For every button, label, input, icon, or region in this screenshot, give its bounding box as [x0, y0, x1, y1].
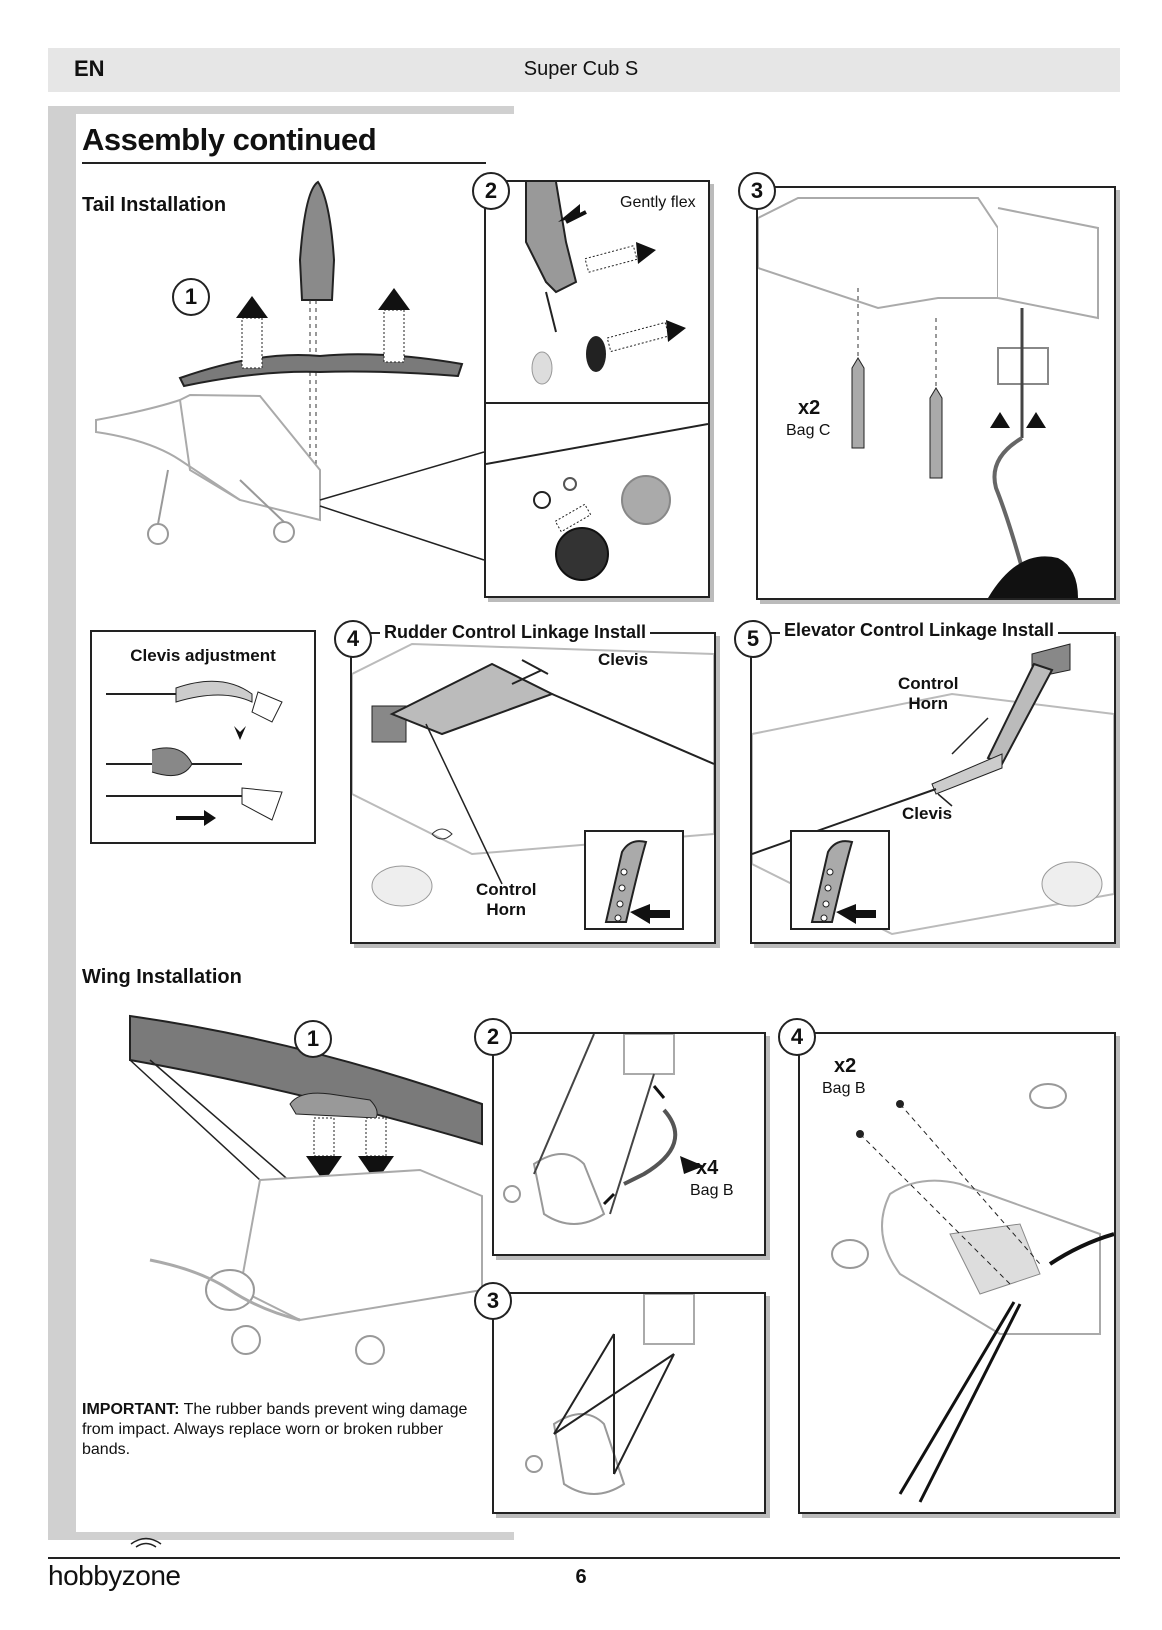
wing-step3-number: 3: [474, 1282, 512, 1320]
wing-step2-bag: Bag B: [690, 1182, 734, 1199]
clevis-adjustment-drawing: [106, 680, 283, 826]
side-bar: [48, 106, 76, 1540]
top-rule: [48, 106, 514, 114]
tail-wheel-drawing: [486, 404, 708, 581]
header-bar: [48, 48, 1120, 92]
bottom-rule: [48, 1532, 514, 1540]
wing-step4-bag: Bag B: [822, 1080, 866, 1097]
section-title: Assembly continued: [82, 122, 377, 157]
gently-flex-label: Gently flex: [620, 194, 696, 211]
important-text: The rubber bands prevent wing damage fro…: [82, 1401, 468, 1458]
rudder-horn-inset-drawing: [604, 840, 670, 924]
tail-installation-title: Tail Installation: [82, 194, 227, 216]
footer-rule: [48, 1557, 1120, 1559]
wing-step4-qty: x2: [834, 1055, 857, 1077]
elevator-horn-inset-drawing: [810, 840, 876, 924]
tail-step3-drawing: [758, 197, 1099, 598]
wing-step3-drawing: [525, 1294, 695, 1495]
elevator-linkage-panel: Control Horn Clevis: [750, 632, 1116, 944]
hobbyzone-logo: hobbyzone: [48, 1560, 181, 1591]
wing-step2-qty: x4: [696, 1157, 719, 1179]
rudder-horn-line2: Horn: [486, 900, 527, 919]
page-number: 6: [575, 1566, 587, 1588]
wing-step1-number: 1: [294, 1020, 332, 1058]
elevator-clevis-label: Clevis: [902, 804, 953, 823]
wing-step4-panel: x2 Bag B: [798, 1032, 1116, 1514]
wing-step3-panel: [492, 1292, 766, 1514]
tail-step3-qty: x2: [798, 397, 821, 419]
wing-step2-panel: x4 Bag B: [492, 1032, 766, 1256]
language-label: EN: [74, 56, 105, 81]
elevator-horn-line2: Horn: [908, 694, 949, 713]
rudder-horn-inset: [584, 830, 684, 930]
tail-step2-number: 2: [472, 172, 510, 210]
clevis-adjustment-box: Clevis adjustment: [90, 630, 316, 844]
elevator-horn-line1: Control: [898, 674, 959, 693]
wing-step4-drawing: [831, 1083, 1114, 1503]
tail-step2-panel: Gently flex: [484, 180, 710, 444]
wing-step4-number: 4: [778, 1018, 816, 1056]
tail-step2-drawing: [525, 182, 686, 385]
tail-step3-panel: x2 Bag C: [756, 186, 1116, 600]
elevator-linkage-title: Elevator Control Linkage Install: [780, 620, 1059, 641]
clevis-adjustment-title: Clevis adjustment: [130, 646, 276, 665]
tail-step3-bag: Bag C: [786, 422, 831, 439]
tail-step1-number: 1: [172, 278, 210, 316]
tail-step2-detail-panel: [484, 402, 710, 598]
elevator-control-horn-label: Control Horn: [898, 674, 958, 714]
rudder-horn-line1: Control: [476, 880, 537, 899]
tail-step3-number: 3: [738, 172, 776, 210]
section-rule: [82, 162, 486, 164]
rudder-linkage-drawing: [352, 642, 714, 907]
rudder-linkage-title: Rudder Control Linkage Install: [380, 622, 651, 643]
important-label: IMPORTANT:: [82, 1401, 180, 1418]
elevator-horn-inset: [790, 830, 890, 930]
important-note: IMPORTANT: The rubber bands prevent wing…: [82, 1400, 492, 1460]
wing-installation-title: Wing Installation: [82, 966, 242, 988]
rudder-linkage-panel: Clevis Control Horn: [350, 632, 716, 944]
rudder-step-number: 4: [334, 620, 372, 658]
elevator-step-number: 5: [734, 620, 772, 658]
rudder-clevis-label: Clevis: [598, 650, 649, 669]
document-title: Super Cub S: [523, 58, 639, 80]
wing-step2-number: 2: [474, 1018, 512, 1056]
wing-step2-drawing: [503, 1034, 704, 1225]
rudder-control-horn-label: Control Horn: [476, 880, 536, 920]
